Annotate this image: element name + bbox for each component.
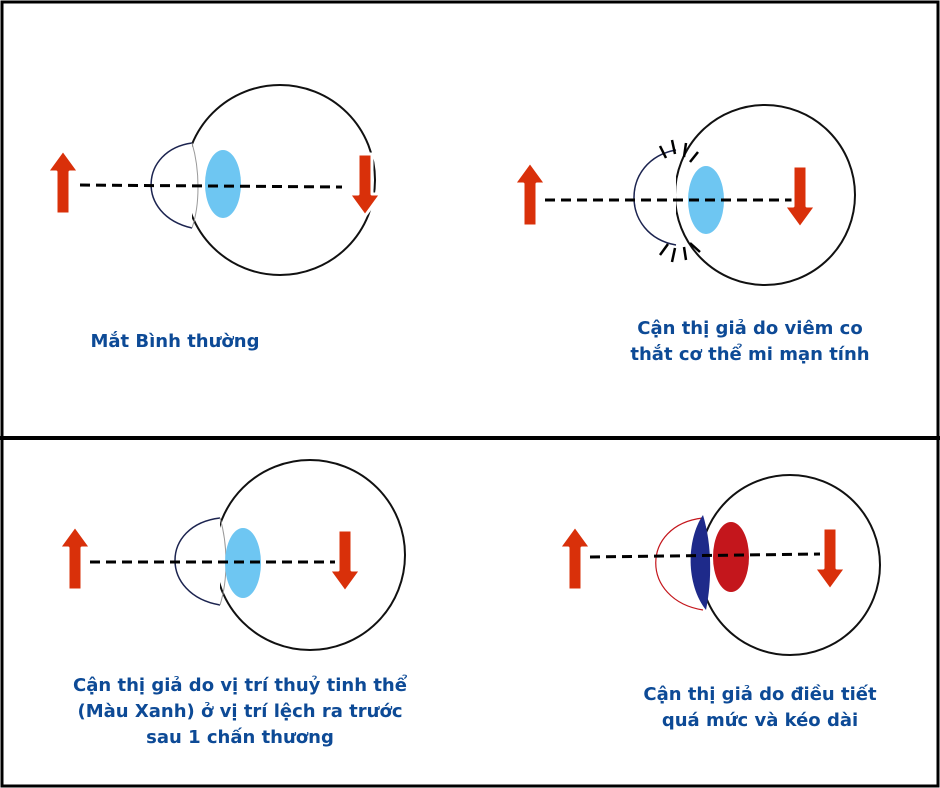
caption-line: Cận thị giả do viêm co [637, 318, 863, 339]
eye-lens-displaced [57, 459, 406, 651]
spasm-marks [658, 139, 701, 263]
cornea [150, 142, 193, 229]
cornea [174, 517, 221, 606]
caption-normal-eye: Mắt Bình thường [60, 329, 290, 355]
cornea [633, 149, 677, 246]
down-arrow-icon [782, 164, 818, 230]
lens [713, 522, 749, 592]
caption-line: Mắt Bình thường [90, 331, 260, 352]
caption-line: (Màu Xanh) ở vị trí lệch ra trước [77, 701, 403, 722]
light-path [589, 552, 821, 559]
up-arrow-icon [45, 148, 81, 216]
eye-over-accommodation [557, 474, 881, 656]
cornea-highlight [690, 515, 711, 610]
up-arrow-icon [57, 524, 93, 592]
eye-ciliary-spasm [512, 104, 856, 286]
caption-over-accommodation: Cận thị giả do điều tiết quá mức và kéo … [610, 682, 910, 734]
eye-normal [45, 84, 383, 276]
up-arrow-icon [512, 160, 548, 228]
lens [205, 150, 241, 218]
up-arrow-icon [557, 524, 593, 592]
cornea [655, 517, 704, 611]
caption-line: quá mức và kéo dài [661, 710, 859, 731]
caption-ciliary-spasm: Cận thị giả do viêm co thắt cơ thể mi mạ… [600, 316, 900, 368]
caption-line: Cận thị giả do điều tiết [643, 684, 877, 705]
caption-lens-displaced: Cận thị giả do vị trí thuỷ tinh thể (Màu… [40, 673, 440, 751]
caption-line: Cận thị giả do vị trí thuỷ tinh thể [73, 675, 407, 696]
down-arrow-icon [347, 152, 383, 218]
down-arrow-icon [812, 526, 848, 592]
caption-line: sau 1 chấn thương [146, 727, 334, 748]
caption-line: thắt cơ thể mi mạn tính [630, 344, 870, 365]
light-path [79, 183, 343, 189]
